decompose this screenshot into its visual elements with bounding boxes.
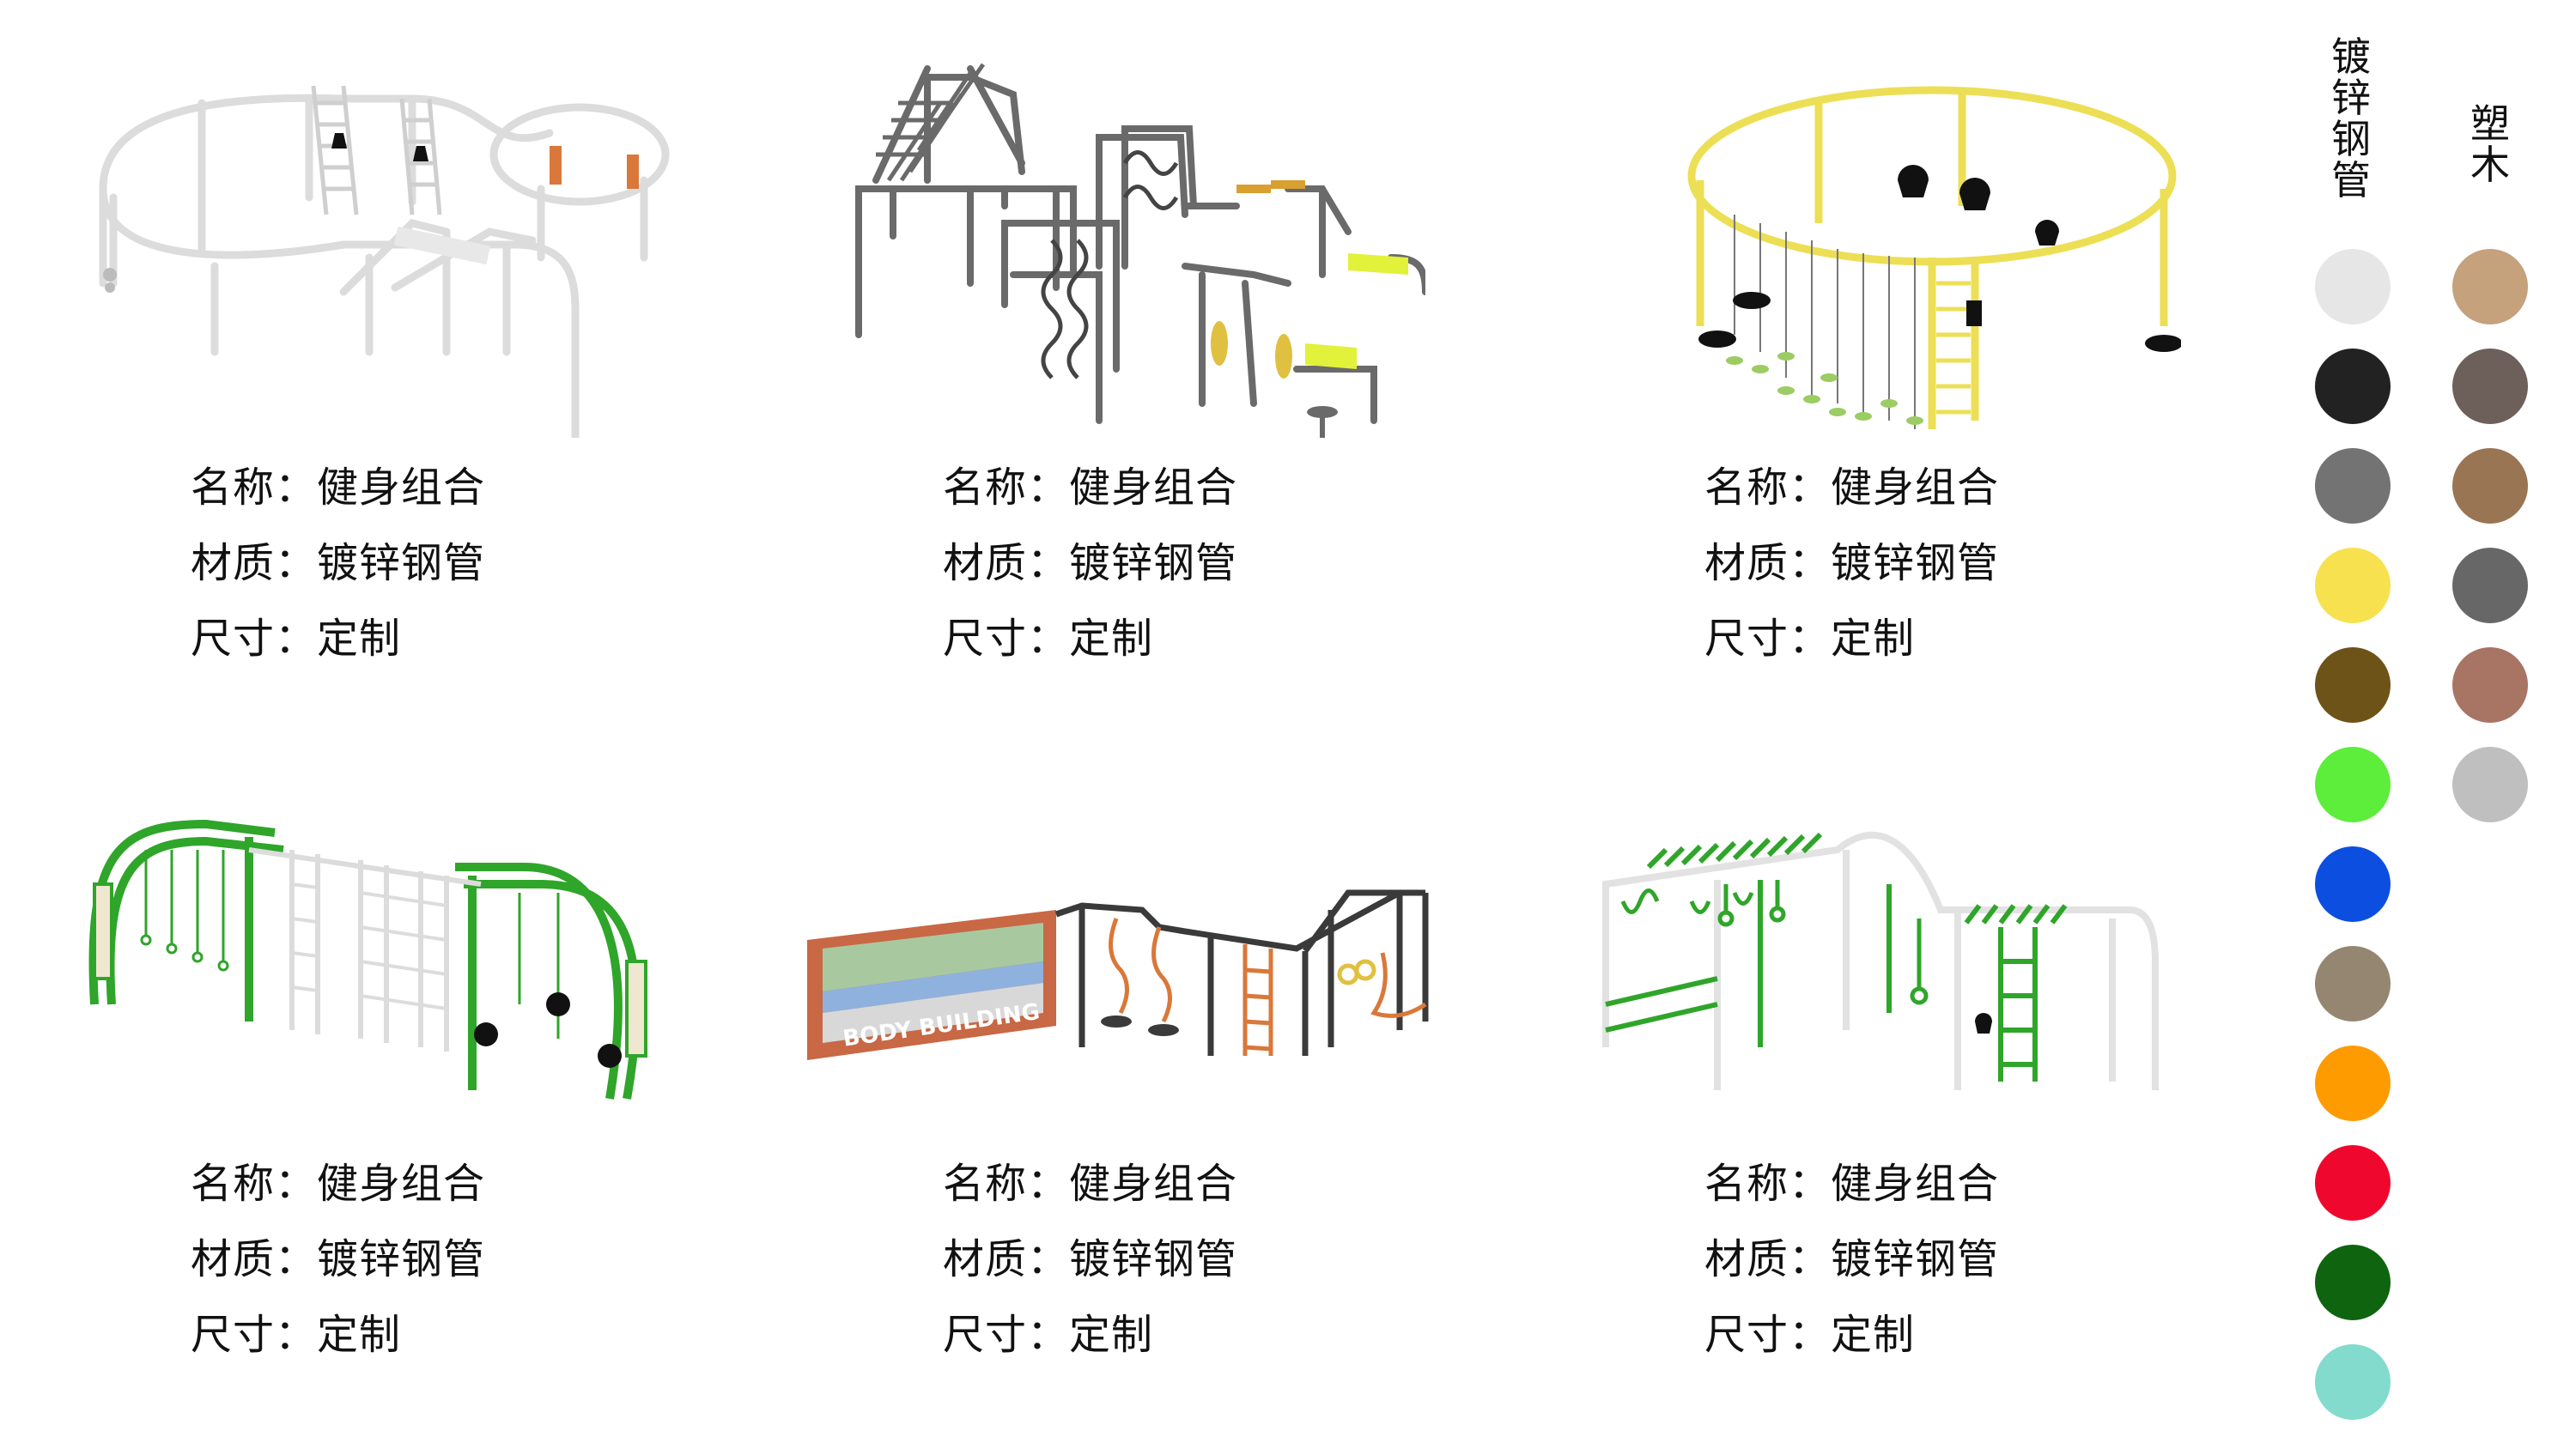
spec-size-row: 尺寸：定制 [943,1311,1154,1359]
product-image-5: BODY BUILDING [799,876,1451,1082]
steel-color-swatch-5 [2315,647,2391,723]
spec-material-row: 材质：镀锌钢管 [191,539,486,587]
product-image-4 [77,798,678,1125]
product-spec-6: 名称：健身组合 材质：镀锌钢管 尺寸：定制 [1704,1163,1999,1390]
steel-color-swatch-1 [2315,249,2391,324]
wood-color-swatch-5 [2452,647,2528,723]
product-image-2 [841,60,1425,438]
spec-material-row: 材质：镀锌钢管 [191,1235,486,1283]
wood-color-title: 塑 木 [2470,100,2510,188]
product-image-1 [86,60,687,438]
spec-size-row: 尺寸：定制 [1704,615,1916,663]
steel-color-swatch-9 [2315,1046,2391,1121]
steel-color-swatch-12 [2315,1344,2391,1420]
spec-name-row: 名称：健身组合 [191,464,486,512]
gray-fitness-frame-drawing [855,63,1425,438]
steel-color-swatch-2 [2315,349,2391,424]
product-spec-3: 名称：健身组合 材质：镀锌钢管 尺寸：定制 [1704,467,1999,694]
spec-material-row: 材质：镀锌钢管 [943,1235,1238,1283]
spec-name-row: 名称：健身组合 [943,1160,1238,1208]
spec-size-row: 尺寸：定制 [191,615,402,663]
product-image-3 [1649,52,2181,438]
product-spec-2: 名称：健身组合 材质：镀锌钢管 尺寸：定制 [943,467,1237,694]
yellow-ring-frame-drawing [1687,86,2181,429]
product-spec-1: 名称：健身组合 材质：镀锌钢管 尺寸：定制 [191,467,485,694]
spec-name-row: 名称：健身组合 [1704,464,2000,512]
body-building-frame-drawing: BODY BUILDING [807,889,1429,1060]
steel-color-swatch-6 [2315,747,2391,822]
spec-size-row: 尺寸：定制 [943,615,1154,663]
white-fitness-frame-drawing [99,85,670,438]
spec-material-row: 材质：镀锌钢管 [1704,539,2000,587]
spec-name-row: 名称：健身组合 [943,464,1238,512]
wood-color-swatch-3 [2452,448,2528,524]
spec-name-row: 名称：健身组合 [191,1160,486,1208]
wood-color-swatch-4 [2452,548,2528,623]
product-spec-4: 名称：健身组合 材质：镀锌钢管 尺寸：定制 [191,1163,485,1390]
steel-color-swatch-4 [2315,548,2391,623]
product-image-6 [1597,807,2172,1107]
steel-color-swatch-10 [2315,1145,2391,1221]
white-green-frame-drawing [1602,831,2159,1090]
steel-color-swatch-8 [2315,946,2391,1022]
steel-color-swatch-11 [2315,1245,2391,1320]
steel-color-title: 镀 锌 钢 管 [2331,33,2371,203]
wood-color-swatch-6 [2452,747,2528,822]
wood-color-swatch-1 [2452,249,2528,324]
spec-size-row: 尺寸：定制 [191,1311,402,1359]
spec-name-row: 名称：健身组合 [1704,1160,2000,1208]
spec-material-row: 材质：镀锌钢管 [1704,1235,2000,1283]
steel-color-swatch-3 [2315,448,2391,524]
spec-size-row: 尺寸：定制 [1704,1311,1916,1359]
wood-color-swatch-2 [2452,349,2528,424]
green-arch-frame-drawing [88,819,647,1100]
product-spec-5: 名称：健身组合 材质：镀锌钢管 尺寸：定制 [943,1163,1237,1390]
spec-material-row: 材质：镀锌钢管 [943,539,1238,587]
steel-color-swatch-7 [2315,846,2391,922]
